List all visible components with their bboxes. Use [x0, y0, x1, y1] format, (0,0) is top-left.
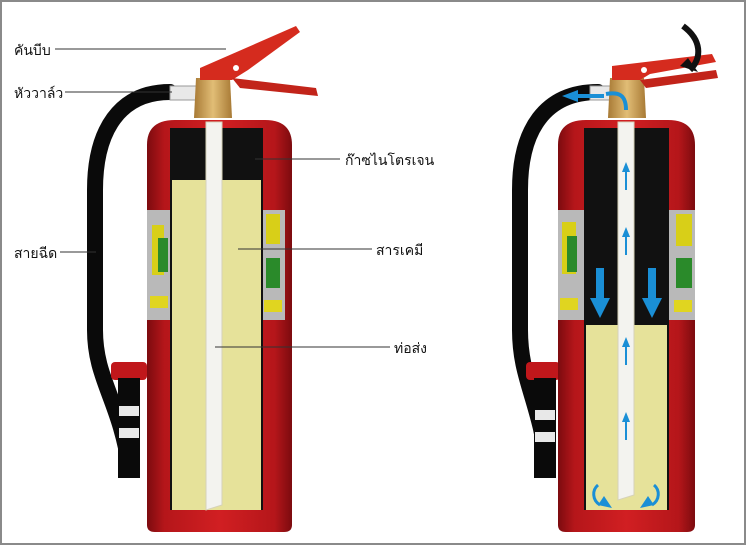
siphon-tube: [205, 121, 223, 511]
label-trigger: คันบีบ: [14, 43, 51, 59]
valve-head: [194, 78, 232, 118]
label-hose: สายฉีด: [14, 246, 58, 262]
right-extinguisher: [512, 23, 718, 532]
carry-handle: [232, 78, 318, 96]
flow-arrow-icon: [562, 90, 662, 508]
label-siphon-tube: ท่อส่ง: [394, 341, 428, 357]
siphon-tube: [617, 121, 635, 501]
hose: [87, 84, 178, 478]
hose-connector: [169, 85, 199, 101]
label-nitrogen: ก๊าซไนโตรเจน: [345, 153, 435, 169]
valve-head: [608, 78, 646, 118]
label-chemical: สารเคมี: [376, 243, 424, 259]
hose-clip: [111, 362, 147, 380]
left-extinguisher: [87, 26, 318, 532]
label-valve-head: หัววาล์ว: [14, 86, 64, 102]
trigger-lever: [200, 26, 300, 80]
trigger-lever: [612, 54, 716, 80]
leader-lines: [55, 48, 390, 348]
